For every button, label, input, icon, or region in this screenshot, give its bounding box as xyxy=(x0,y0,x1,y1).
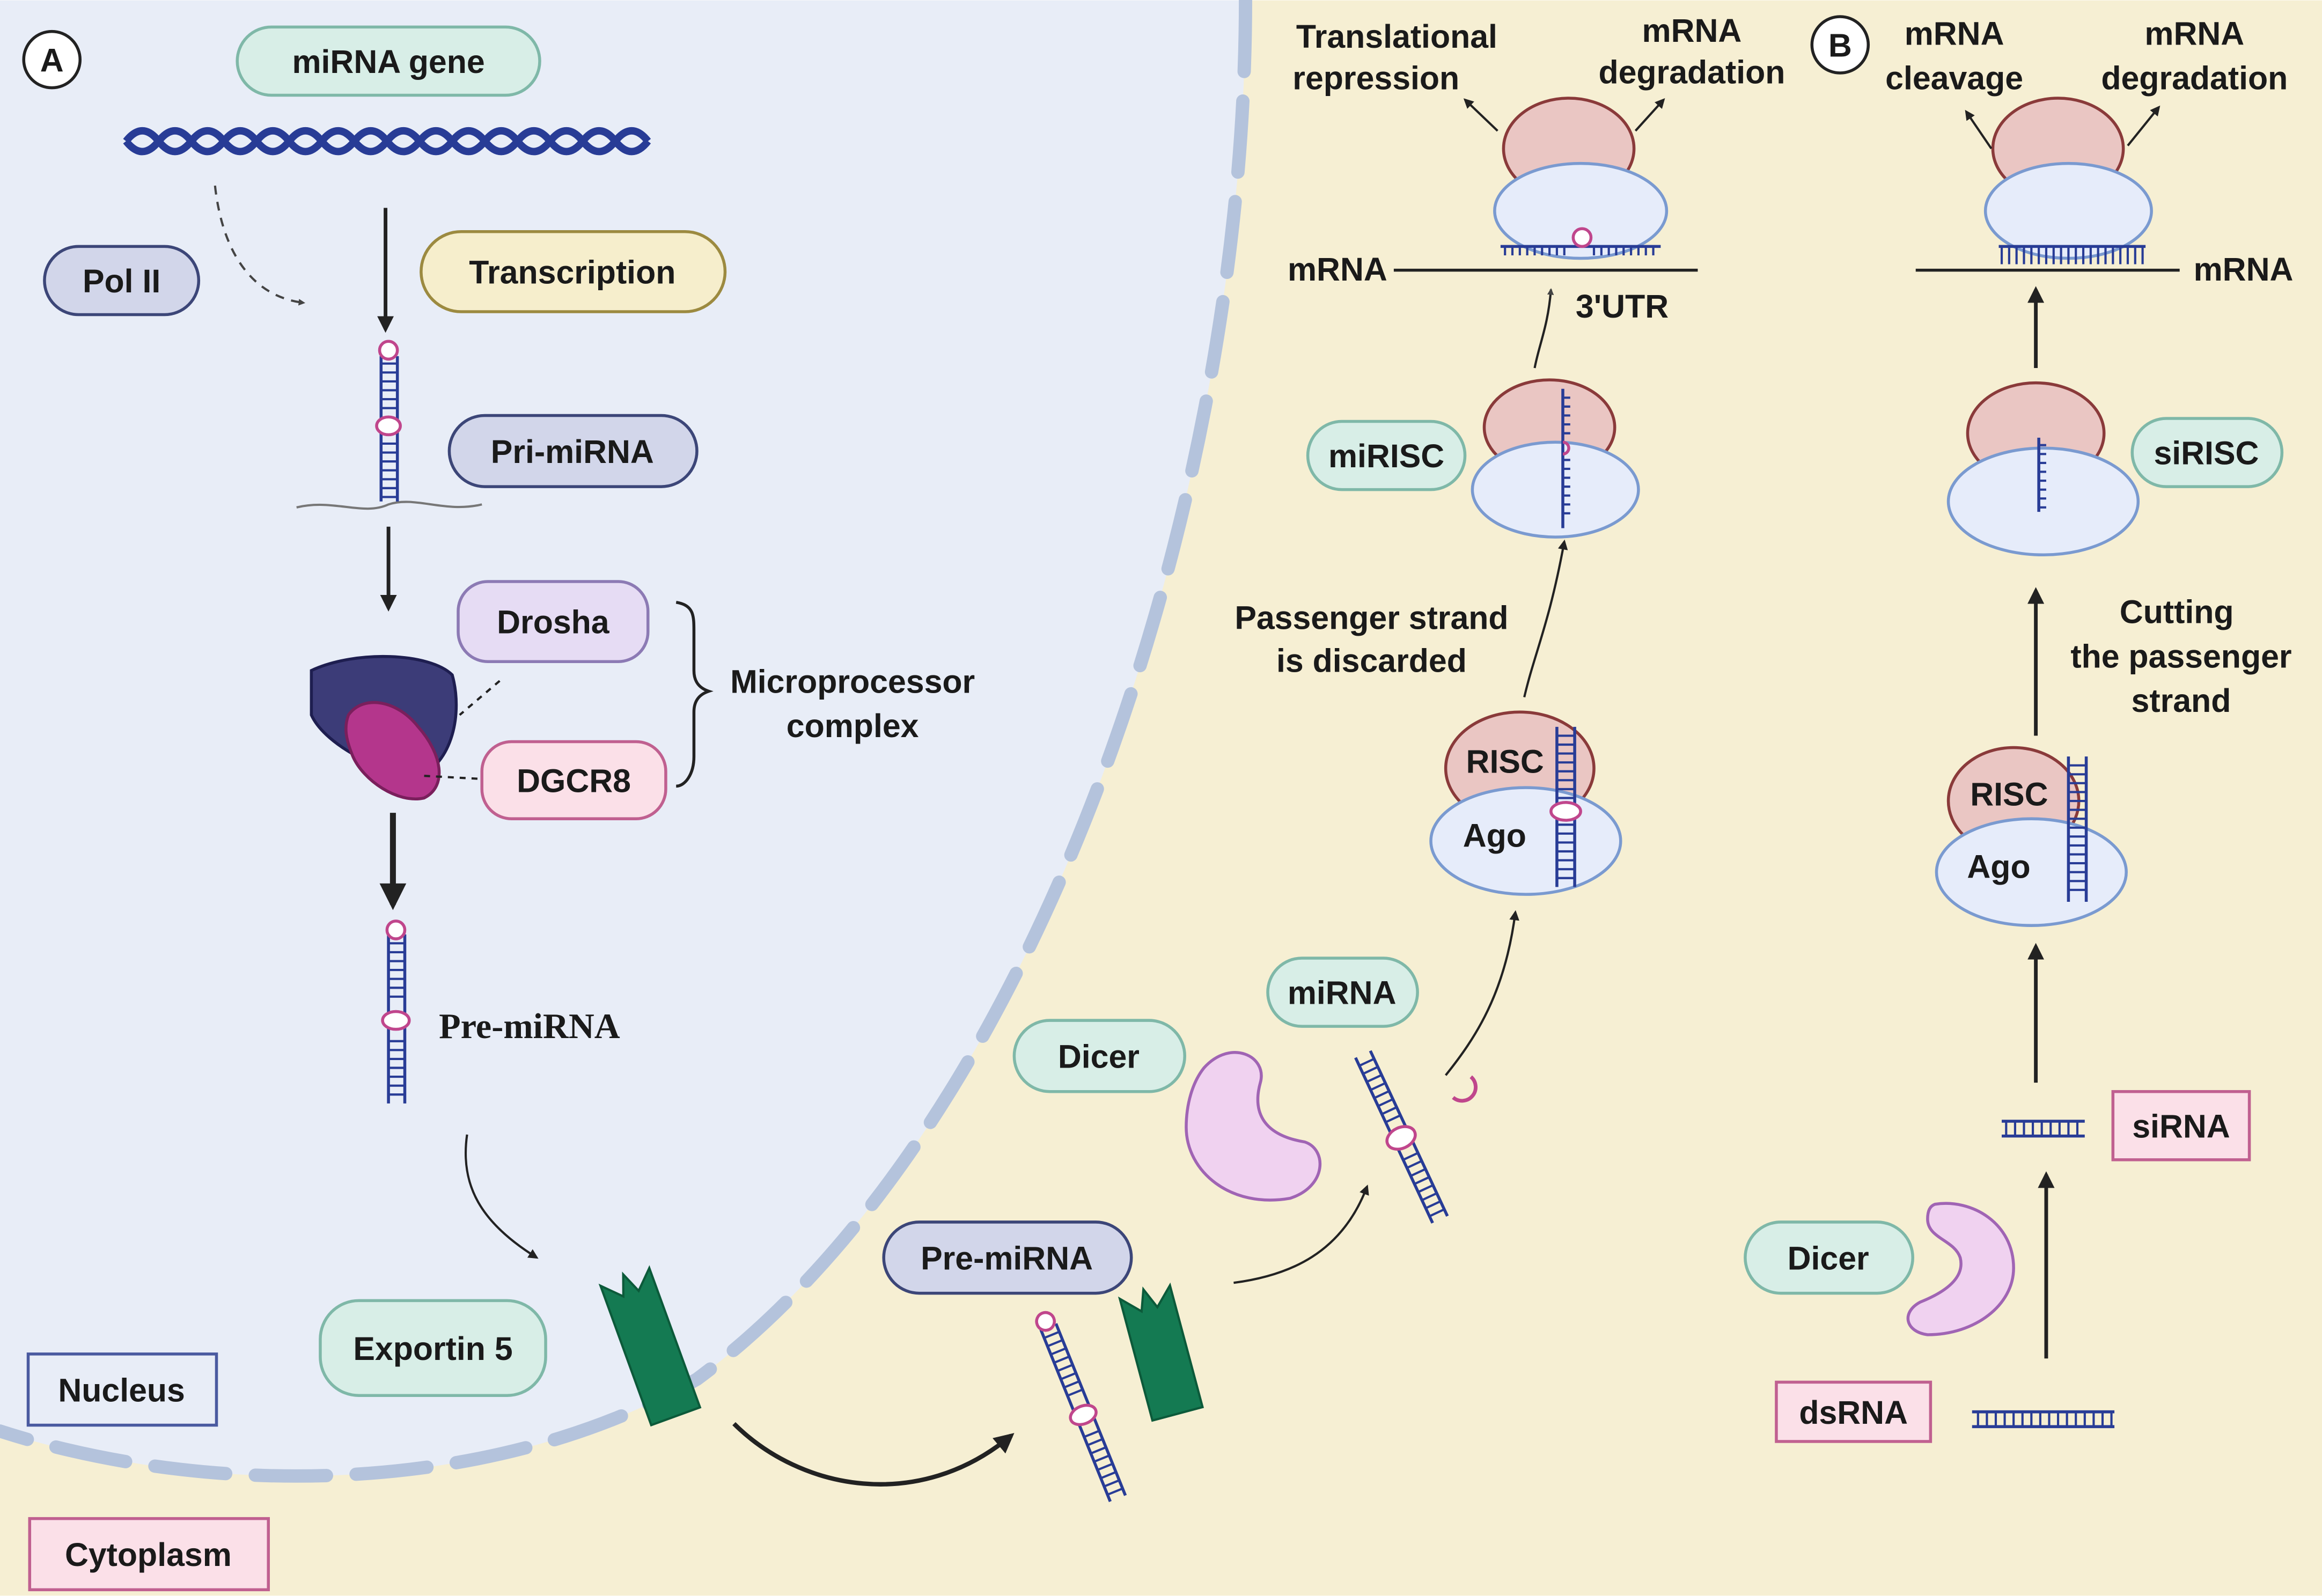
dicer-processing-arrow xyxy=(1233,1185,1369,1284)
dicer-a-label: Dicer xyxy=(1012,1019,1186,1093)
svg-text:Drosha: Drosha xyxy=(497,604,610,641)
pre-mirna-hairpin-icon xyxy=(381,920,411,1104)
svg-text:B: B xyxy=(1828,27,1852,64)
pri-mirna-label: Pri-miRNA xyxy=(447,414,699,488)
mirisc-label: miRISC xyxy=(1306,420,1467,491)
panel-b-marker: B xyxy=(1810,15,1870,75)
translational-label: Translational xyxy=(1296,18,1497,55)
svg-text:miRNA gene: miRNA gene xyxy=(292,43,484,80)
svg-text:DGCR8: DGCR8 xyxy=(517,762,631,799)
dicer-b-protein-icon xyxy=(1906,1202,2015,1336)
pre-mirna-cyto-hairpin-icon xyxy=(1035,1311,1127,1502)
passenger-label-line1: Passenger strand xyxy=(1235,599,1508,636)
sirna-label: siRNA xyxy=(2111,1090,2251,1161)
exportin-channel-icon xyxy=(598,1265,702,1427)
cutting-label-line1: Cutting xyxy=(2120,593,2234,630)
mrna-a-label: mRNA xyxy=(1288,251,1387,288)
svg-text:miRISC: miRISC xyxy=(1328,438,1444,474)
ago-b-label: Ago xyxy=(1967,849,2030,885)
dgcr8-protein-icon xyxy=(344,701,441,800)
pol2-arrow xyxy=(214,185,306,306)
nucleus-compartment-label: Nucleus xyxy=(26,1352,218,1427)
degradation-b-arrow xyxy=(2127,105,2161,146)
cleavage-arrow-b xyxy=(1965,109,1993,150)
loop-fragment-icon xyxy=(1452,1075,1478,1103)
svg-text:Cytoplasm: Cytoplasm xyxy=(65,1536,232,1573)
risc-b-label: RISC xyxy=(1970,776,2048,812)
passenger-label-line2: is discarded xyxy=(1276,643,1467,679)
svg-text:siRNA: siRNA xyxy=(2132,1108,2230,1144)
exportin-cyto-icon xyxy=(1118,1282,1204,1422)
risc-a-label: RISC xyxy=(1466,744,1544,780)
risc-b-complex-icon xyxy=(1935,746,2128,927)
cleavage-label-line1: mRNA xyxy=(1905,16,2004,52)
degradation-a-arrow xyxy=(1634,98,1665,132)
microprocessor-label-line2: complex xyxy=(787,708,919,744)
dgcr8-label: DGCR8 xyxy=(480,740,667,820)
translation-repression-complex-icon xyxy=(1493,97,1669,260)
svg-text:Pri-miRNA: Pri-miRNA xyxy=(491,433,654,470)
svg-text:siRISC: siRISC xyxy=(2154,435,2259,472)
export-arrow xyxy=(464,1134,539,1259)
risc-a-complex-icon xyxy=(1429,710,1622,896)
pri-mirna-hairpin-icon xyxy=(296,340,482,510)
degradation-b-label-line1: mRNA xyxy=(2144,16,2244,52)
mrna-b-label: mRNA xyxy=(2194,251,2294,288)
target-binding-arrow xyxy=(1533,288,1554,369)
cutting-label-line3: strand xyxy=(2132,682,2231,719)
panel-a-marker: A xyxy=(22,30,82,90)
degradation-a-label-line1: mRNA xyxy=(1642,12,1742,49)
cytoplasm-compartment-label: Cytoplasm xyxy=(28,1517,270,1592)
dgcr8-connector xyxy=(422,774,478,780)
sirna-strand-icon xyxy=(2002,1120,2085,1138)
transcription-label: Transcription xyxy=(420,230,727,313)
cytoplasm-transport-arrow xyxy=(732,1422,1015,1487)
drosha-connector xyxy=(459,680,501,716)
drosha-label: Drosha xyxy=(457,580,650,664)
svg-text:Transcription: Transcription xyxy=(469,254,675,290)
repression-label: repression xyxy=(1292,60,1459,96)
dna-helix-icon xyxy=(123,127,651,156)
svg-text:Dicer: Dicer xyxy=(1788,1240,1869,1276)
svg-text:Dicer: Dicer xyxy=(1058,1038,1140,1075)
dsrna-strand-icon xyxy=(1972,1410,2115,1429)
pre-mirna-cyto-label: Pre-miRNA xyxy=(882,1220,1133,1295)
mirna-gene-label: miRNA gene xyxy=(236,25,541,97)
utr-label: 3'UTR xyxy=(1576,288,1669,325)
passenger-discard-arrow xyxy=(1523,539,1568,698)
mirisc-complex-icon xyxy=(1471,378,1640,539)
sirisc-complex-icon xyxy=(1946,381,2140,557)
sirisc-label: siRISC xyxy=(2130,417,2284,488)
svg-text:Pre-miRNA: Pre-miRNA xyxy=(921,1240,1093,1276)
mirna-duplex-icon xyxy=(1354,1050,1449,1224)
dsrna-label: dsRNA xyxy=(1775,1380,1932,1443)
degradation-a-label-line2: degradation xyxy=(1598,54,1785,90)
dicer-a-protein-icon xyxy=(1185,1051,1322,1202)
cutting-label-line2: the passenger xyxy=(2070,638,2291,674)
risc-loading-arrow xyxy=(1445,910,1519,1076)
pol2-label: Pol II xyxy=(43,245,201,317)
mirna-label: miRNA xyxy=(1266,957,1419,1028)
svg-text:Pol II: Pol II xyxy=(83,263,160,299)
svg-text:Nucleus: Nucleus xyxy=(58,1372,185,1408)
ago-a-label: Ago xyxy=(1463,818,1526,854)
cleavage-complex-icon xyxy=(1983,97,2153,264)
repression-arrow xyxy=(1463,98,1498,132)
microprocessor-brace xyxy=(675,600,714,788)
svg-text:Exportin 5: Exportin 5 xyxy=(353,1330,512,1367)
exportin5-label: Exportin 5 xyxy=(319,1299,547,1398)
degradation-b-label-line2: degradation xyxy=(2101,60,2288,96)
pre-mirna-nucleus-label: Pre-miRNA xyxy=(439,1007,620,1046)
svg-text:A: A xyxy=(40,42,64,78)
microprocessor-label-line1: Microprocessor xyxy=(730,663,975,700)
nuclear-membrane xyxy=(0,0,1252,1483)
cleavage-label-line2: cleavage xyxy=(1885,60,2023,96)
svg-text:dsRNA: dsRNA xyxy=(1799,1394,1908,1431)
svg-text:miRNA: miRNA xyxy=(1288,975,1397,1011)
dicer-b-label: Dicer xyxy=(1744,1220,1914,1295)
